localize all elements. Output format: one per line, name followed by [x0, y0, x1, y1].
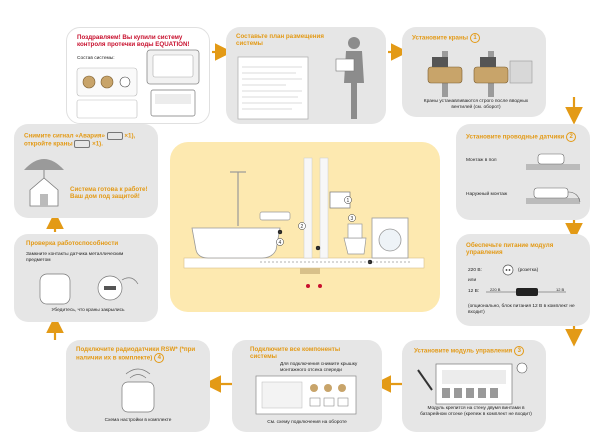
card-power: Обеспечьте питание модуля управления 220… — [456, 234, 590, 326]
card-radio: Подключите радиодатчики RSW* (*при налич… — [66, 340, 210, 432]
screwdriver-icon — [417, 369, 433, 391]
module-illustration — [417, 362, 528, 405]
center-badge: 3 — [351, 216, 354, 222]
center-badge: 4 — [279, 240, 282, 246]
ready-text: Система готова к работе! Ваш дом под защ… — [70, 186, 148, 201]
congrats-title: Поздравляем! Вы купили систему контроля … — [77, 34, 190, 49]
check-title: Проверка работоспособности — [26, 240, 119, 247]
check-illustration — [39, 273, 139, 305]
components-illustration — [255, 375, 357, 415]
reset-title: Снимите сигнал «Авария» ×1), откройте кр… — [24, 132, 136, 148]
card-congrats: Поздравляем! Вы купили систему контроля … — [66, 27, 210, 124]
button-icon — [74, 140, 91, 148]
step-number-badge: 4 — [154, 353, 165, 364]
center-badge: 1 — [347, 198, 350, 204]
radio-caption: Схема настройки в комплекте — [104, 418, 172, 423]
bathroom-scene: 1 2 3 4 — [183, 157, 425, 288]
center-badge: 2 — [301, 224, 304, 230]
plan-title: Составьте план размещения системы — [236, 33, 324, 48]
card-plan: Составьте план размещения системы — [226, 27, 386, 124]
toilet-icon — [343, 237, 367, 255]
house-umbrella-illustration — [24, 159, 64, 207]
step-number-badge: 3 — [514, 346, 525, 356]
card-components: Подключите все компоненты системы Для по… — [232, 340, 382, 432]
power-socket-note: (розетка) — [518, 268, 539, 273]
sensor-surface-label: Наружный монтаж — [466, 192, 508, 197]
adapter-12-label: 12 В — [556, 287, 565, 292]
bathtub-icon — [191, 227, 281, 259]
socket-icon — [502, 264, 514, 276]
components-caption: Для подключения снимите крышку монтажног… — [280, 362, 358, 373]
composition-label: Состав системы: — [77, 56, 115, 61]
valves-caption: Краны устанавливаются строго после вводн… — [423, 99, 529, 110]
kit-illustration — [76, 49, 200, 119]
sensor-icon — [119, 76, 131, 88]
power-220-label: 220 В: — [468, 268, 482, 273]
power-title: Обеспечьте питание модуля управления — [466, 242, 554, 257]
arrow-6-7 — [560, 384, 572, 386]
module-caption: Модуль крепится на стену двумя винтами в… — [420, 406, 532, 417]
step-number-badge: 1 — [470, 33, 481, 43]
radio-title: Подключите радиодатчики RSW* (*при налич… — [76, 346, 196, 364]
step-number-badge: 2 — [566, 132, 577, 142]
power-note: (опционально, блок питания 12 В в компле… — [468, 304, 575, 315]
power-12-label: 12 В: — [468, 289, 480, 294]
components-footer: См. схему подключения на обороте — [267, 420, 347, 425]
check-caption: Замкните контакты датчика металлическим … — [26, 252, 124, 263]
sensors-illustration — [526, 153, 581, 204]
check-footer: Убедитесь, что краны закрылись — [51, 308, 125, 313]
house-icon — [29, 177, 59, 207]
components-title: Подключите все компоненты системы — [250, 346, 341, 361]
valves-illustration — [427, 51, 533, 97]
person-icon — [335, 37, 364, 119]
valve-icon — [82, 75, 96, 89]
center-illustration: 1 2 3 4 — [170, 142, 440, 312]
button-icon — [106, 132, 123, 140]
sensor-floor-label: Монтаж в пол — [466, 158, 497, 163]
power-or: или — [468, 278, 477, 283]
card-ready: Снимите сигнал «Авария» ×1), откройте кр… — [14, 124, 158, 218]
umbrella-icon — [24, 159, 64, 170]
adapter-220-label: 220 В — [490, 287, 501, 292]
adapter-icon — [516, 288, 538, 296]
radio-sensor-illustration — [121, 368, 155, 413]
sink-icon — [259, 211, 291, 221]
card-check: Проверка работоспособности Замкните конт… — [14, 234, 158, 322]
plan-illustration — [237, 37, 364, 120]
